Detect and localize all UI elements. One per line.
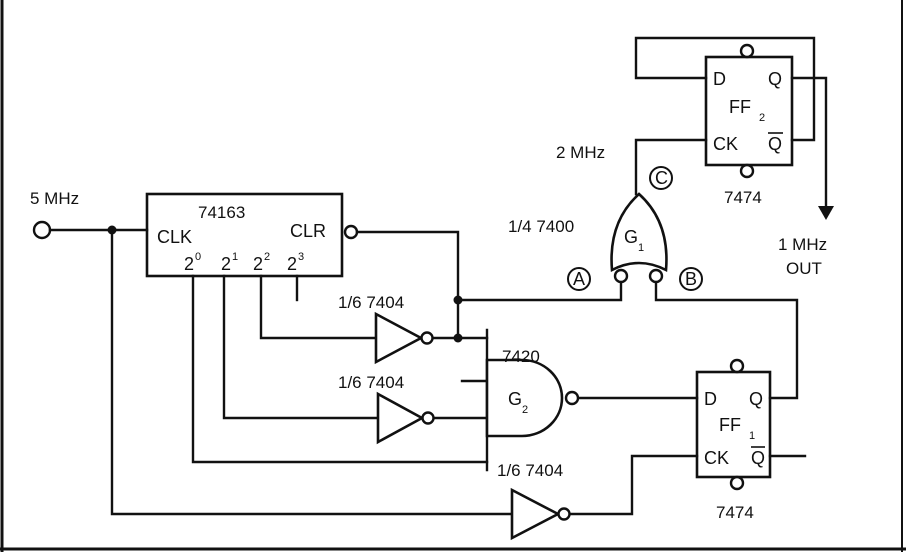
ff2-q-pin: Q xyxy=(768,69,782,89)
node-c: C xyxy=(649,166,673,190)
gate-g2-sub: 2 xyxy=(522,404,528,416)
gate-g1-name: G xyxy=(624,227,638,247)
gate-g1-sub: 1 xyxy=(638,242,644,254)
inverter-3: 1/6 7404 xyxy=(497,461,571,541)
ff2-ck-pin: CK xyxy=(713,134,738,154)
counter-bit0-exp: 0 xyxy=(195,251,201,263)
counter-bit0-base: 2 xyxy=(184,254,194,274)
counter-bit3-base: 2 xyxy=(287,254,297,274)
ff1-q-pin: Q xyxy=(749,389,763,409)
gate-g2-nand: 7420 G 2 xyxy=(485,347,580,438)
flipflop-ff2: D Q FF 2 CK Q 7474 xyxy=(704,43,794,207)
junctions xyxy=(107,225,463,343)
output-text: OUT xyxy=(786,259,822,278)
counter-74163: 74163 CLK CLR 2 0 2 1 2 2 2 3 xyxy=(145,192,359,278)
counter-clr-pin: CLR xyxy=(290,221,326,241)
counter-bit2-base: 2 xyxy=(253,254,263,274)
ff1-qbar-pin: Q xyxy=(751,448,765,468)
gate-g2-name: G xyxy=(508,389,522,409)
ff2-d-pin: D xyxy=(713,69,726,89)
ff2-name: FF xyxy=(729,97,751,117)
output-label: 1 MHz OUT xyxy=(778,235,827,278)
ff2-sub: 2 xyxy=(759,112,765,124)
inverter-2-label: 1/6 7404 xyxy=(338,373,404,392)
gate-g2-part: 7420 xyxy=(502,347,540,366)
ff1-name: FF xyxy=(719,415,741,435)
ff1-d-pin: D xyxy=(704,389,717,409)
inverter-1: 1/6 7404 xyxy=(338,293,434,365)
node-a-label: A xyxy=(573,269,585,289)
node-b-label: B xyxy=(685,269,697,289)
inverter-2: 1/6 7404 xyxy=(338,373,435,445)
counter-part: 74163 xyxy=(198,203,245,222)
ff2-part: 7474 xyxy=(724,188,762,207)
ff1-sub: 1 xyxy=(749,430,755,442)
node-b: B xyxy=(679,267,703,291)
node-a: A xyxy=(567,267,591,291)
node-c-label: C xyxy=(655,168,668,188)
inverter-1-label: 1/6 7404 xyxy=(338,293,404,312)
inverter-3-label: 1/6 7404 xyxy=(497,461,563,480)
ff2-qbar-pin: Q xyxy=(768,134,782,154)
ff1-part: 7474 xyxy=(716,503,754,522)
output-arrow-icon xyxy=(818,206,834,220)
counter-bit3-exp: 3 xyxy=(298,251,304,263)
counter-bit1-base: 2 xyxy=(221,254,231,274)
gate-g1-part: 1/4 7400 xyxy=(508,217,574,236)
signal-2mhz: 2 MHz xyxy=(556,143,605,162)
counter-bit2-exp: 2 xyxy=(264,251,270,263)
ff1-ck-pin: CK xyxy=(704,448,729,468)
flipflop-ff1: D Q FF 1 CK Q 7474 xyxy=(695,358,772,522)
counter-bit1-exp: 1 xyxy=(232,251,238,263)
output-freq: 1 MHz xyxy=(778,235,827,254)
input-label: 5 MHz xyxy=(30,189,79,208)
gate-g1: 1/4 7400 G 1 xyxy=(508,192,668,284)
counter-clk-pin: CLK xyxy=(157,227,192,247)
